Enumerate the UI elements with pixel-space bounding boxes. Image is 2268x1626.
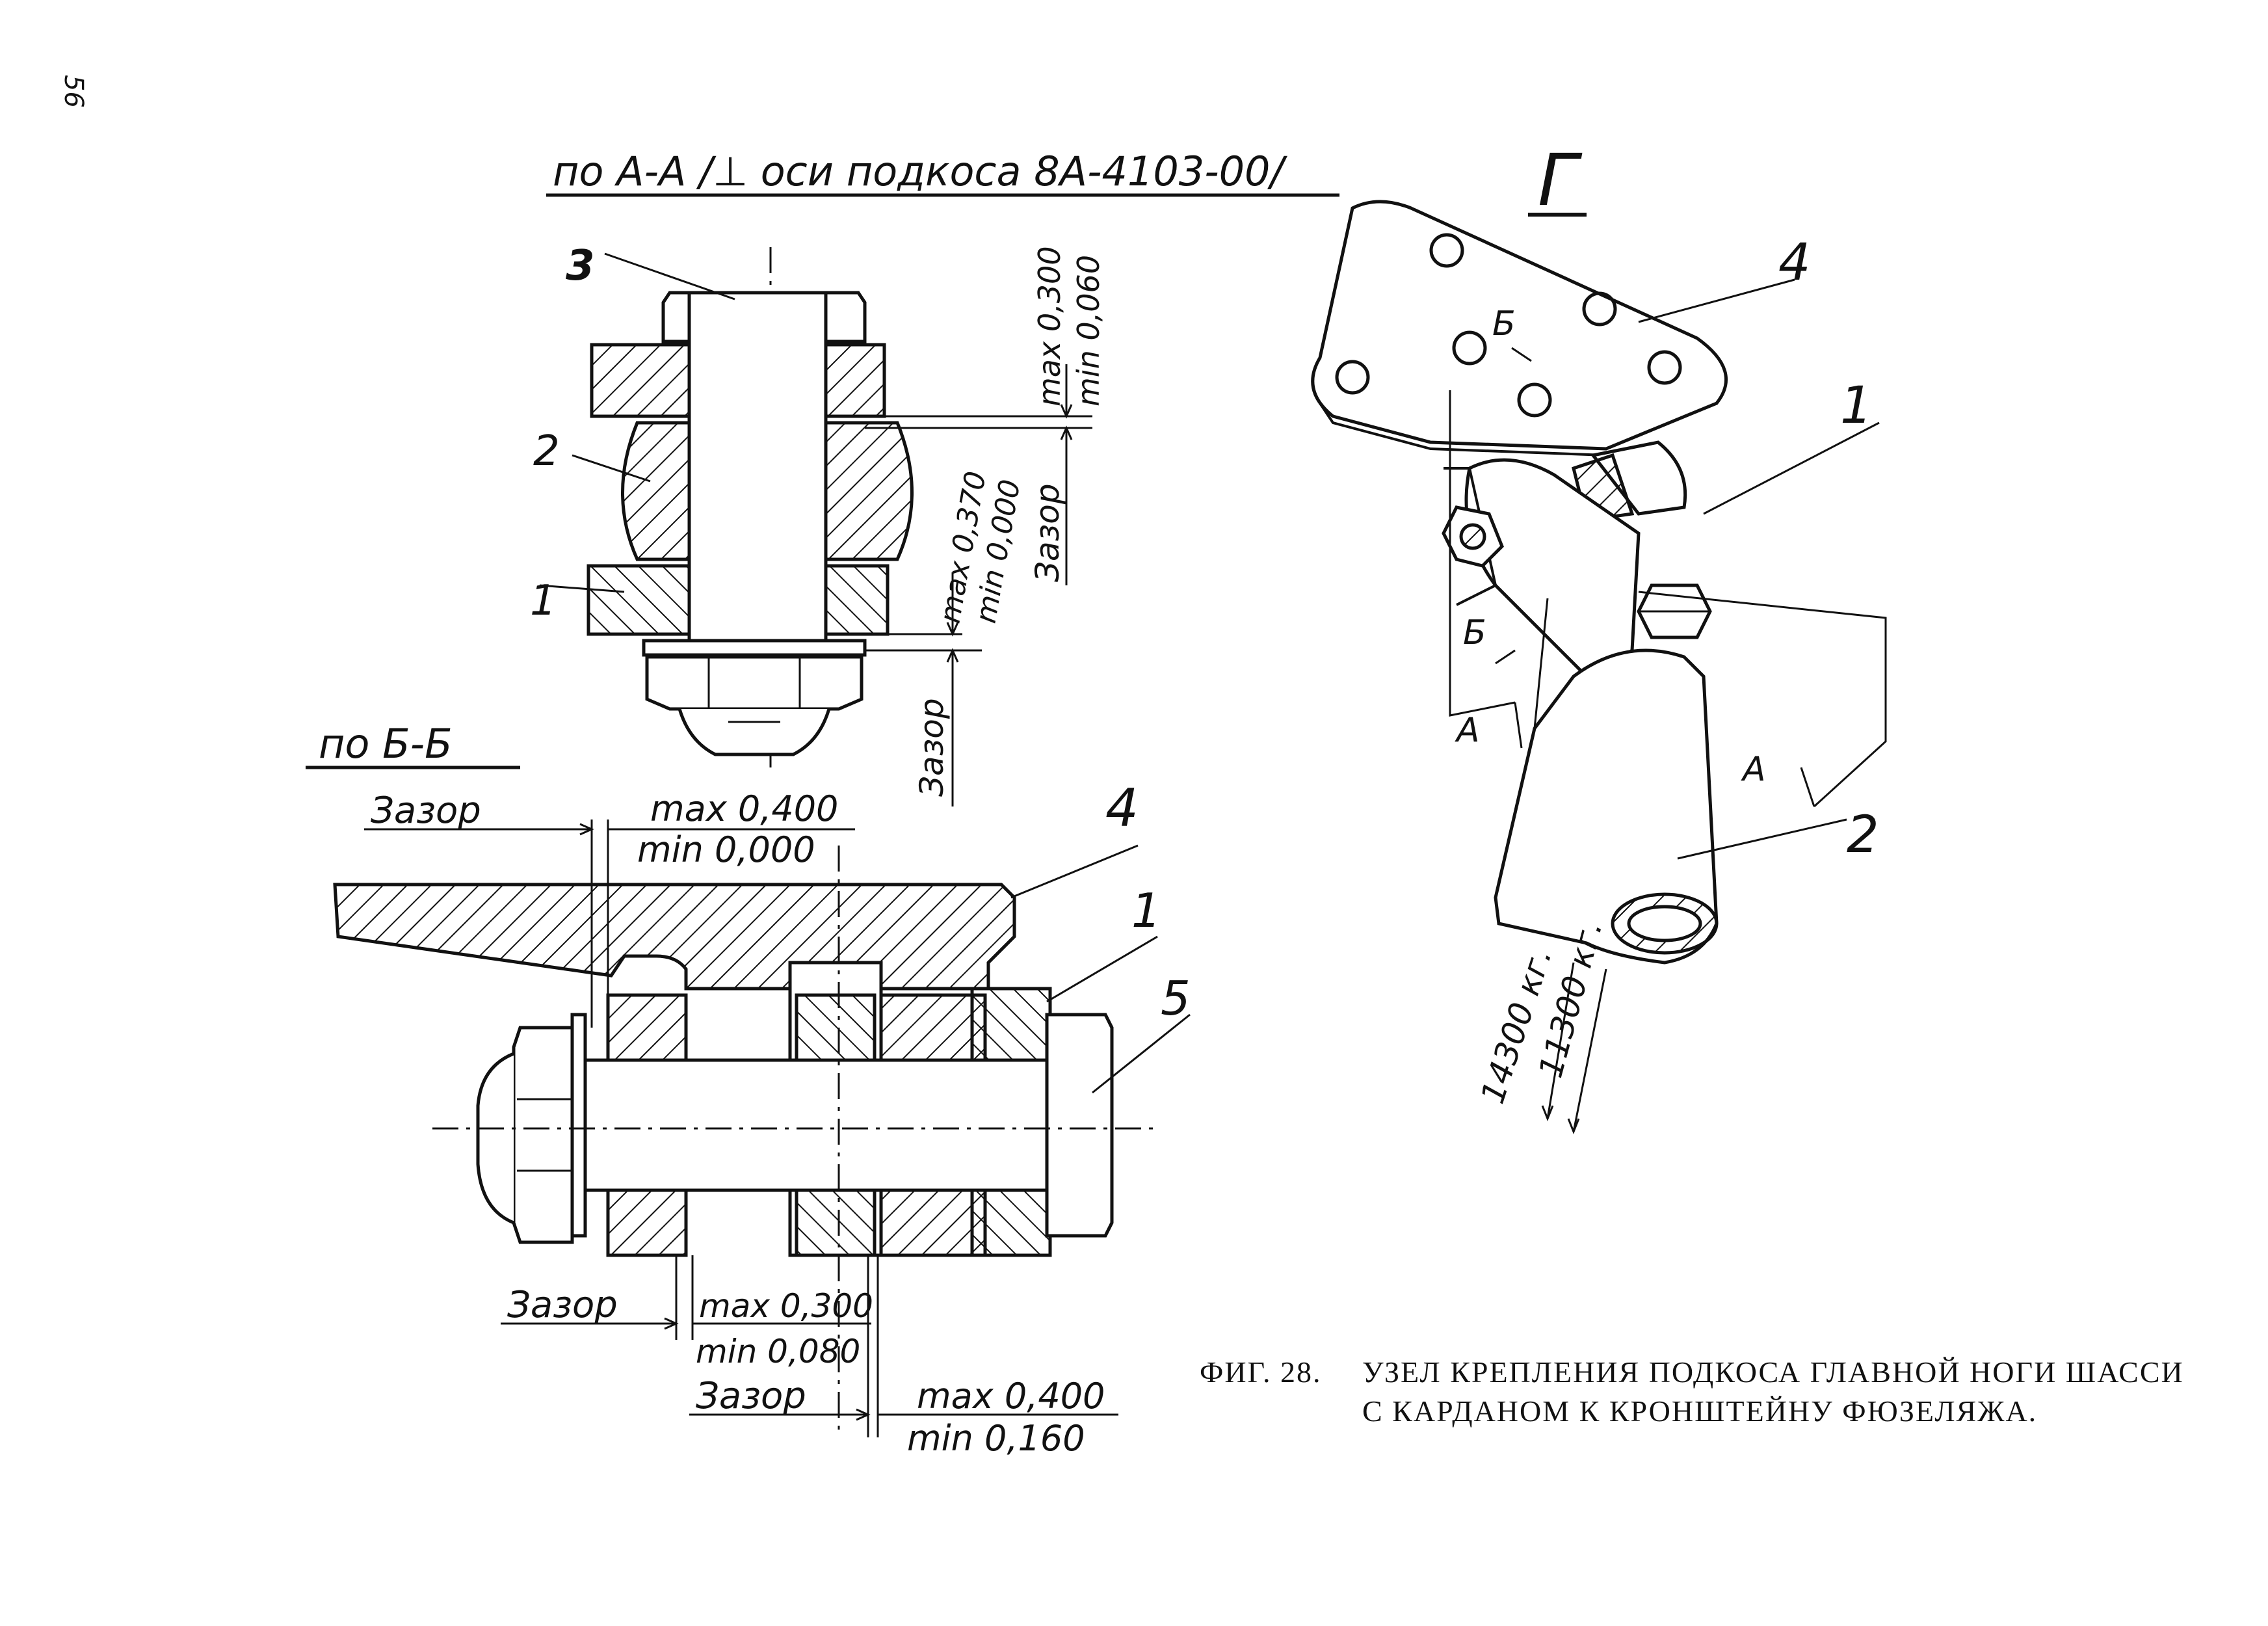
section-aa-title: по А-А /⊥ оси подкоса 8А-4103-00/ [553, 148, 1287, 195]
gap1-min: min 0,000 [637, 829, 815, 870]
dim-aa-top-max: max 0,300 [1032, 246, 1067, 406]
section-bb: по Б-Б [306, 720, 1191, 1437]
gap1-label: Зазор [371, 790, 481, 832]
callout-g-1: 1 [1840, 377, 1873, 435]
callout-aa-1: 1 [530, 577, 557, 625]
gap2-min: min 0,080 [696, 1333, 860, 1370]
figure-number: ФИГ. 28. [1200, 1355, 1322, 1389]
dim-aa-top-min: min 0,060 [1071, 255, 1106, 406]
callout-g-4: 4 [1778, 233, 1811, 292]
section-bb-title: по Б-Б [319, 720, 453, 767]
section-mark-a-left: А [1455, 711, 1480, 750]
gap3-max: max 0,400 [917, 1376, 1105, 1417]
callout-aa-3: 3 [566, 242, 595, 290]
view-g: Г [1311, 139, 1887, 1135]
callout-aa-2: 2 [533, 427, 560, 475]
dim-aa-gap-lower: Зазор [913, 698, 951, 797]
gap3-min: min 0,160 [907, 1418, 1085, 1459]
gap2-max: max 0,300 [699, 1287, 873, 1325]
figure-caption-line1: УЗЕЛ КРЕПЛЕНИЯ ПОДКОСА ГЛАВНОЙ НОГИ ШАСС… [1362, 1355, 2184, 1389]
section-mark-a-right: А [1741, 750, 1766, 789]
gap1-max: max 0,400 [650, 788, 838, 829]
callout-bb-4: 4 [1105, 778, 1139, 838]
page-number: 56 [59, 75, 88, 108]
callout-bb-5: 5 [1161, 971, 1191, 1026]
figure-caption-line2: С КАРДАНОМ К КРОНШТЕЙНУ ФЮЗЕЛЯЖА. [1362, 1394, 2038, 1428]
section-mark-b-upper: Б [1492, 304, 1516, 343]
view-g-title: Г [1538, 139, 1583, 222]
dim-aa-gap-upper: Зазор [1029, 483, 1066, 582]
section-aa: по А-А /⊥ оси подкоса 8А-4103-00/ [539, 148, 1339, 806]
section-mark-b-lower: Б [1463, 613, 1486, 652]
callout-bb-1: 1 [1131, 883, 1161, 938]
gap2-label: Зазор [507, 1284, 618, 1326]
gap3-label: Зазор [696, 1375, 806, 1417]
callout-g-2: 2 [1847, 806, 1879, 864]
